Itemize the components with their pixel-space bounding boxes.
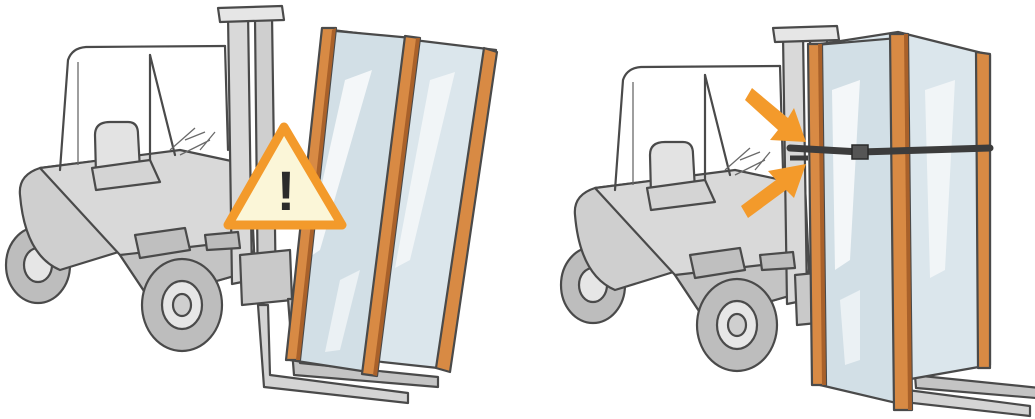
wood-frame-6 [976,52,990,368]
forklift-left [6,6,292,351]
panel-secured-load [561,26,1035,416]
panel-unsecured-load: ! [6,6,497,403]
forklift-right [561,26,847,371]
warning-mark: ! [277,159,296,222]
glass-stack-upright [808,32,990,410]
